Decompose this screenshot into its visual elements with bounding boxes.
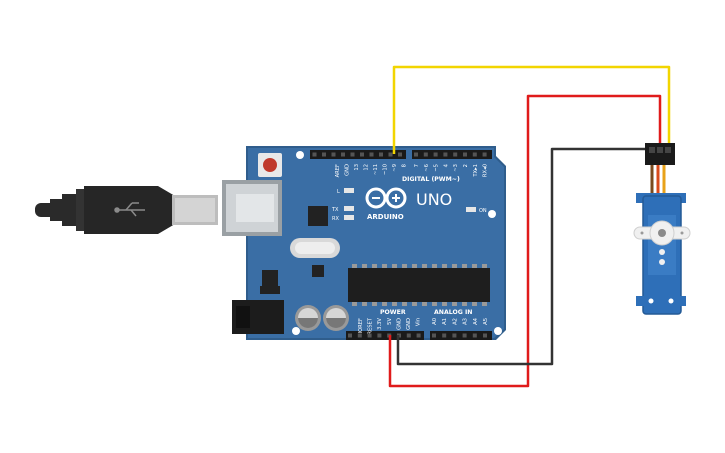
power-jack — [232, 300, 284, 334]
servo-motor[interactable] — [633, 143, 691, 315]
power-pin-label-3: 5V — [387, 318, 393, 325]
analog-pin-label-2: A2 — [452, 318, 458, 325]
led-tx — [344, 206, 354, 211]
analog-pin-label-3: A3 — [463, 318, 469, 325]
mounting-hole — [292, 327, 300, 335]
digital-pin-label-r-6: TX▸1 — [473, 164, 479, 178]
power-pin-label-6: Vin — [416, 318, 422, 326]
digital-pin-label-r-3: 4 — [443, 163, 449, 167]
capacitor — [323, 305, 349, 331]
usb-port — [222, 180, 282, 236]
usb-chip — [308, 206, 328, 226]
digital-header-label: DIGITAL (PWM~) — [402, 176, 460, 183]
digital-pin-label-r-2: ~5 — [434, 164, 440, 172]
wire-power[interactable] — [388, 94, 662, 388]
led-l-label: L — [337, 189, 340, 195]
digital-pin-label-r-0: 7 — [414, 164, 420, 167]
power-pin-label-1: RESET — [368, 317, 374, 334]
atmega-chip — [348, 264, 490, 306]
analog-pin-label-4: A4 — [473, 317, 479, 325]
wire-ground[interactable] — [396, 147, 651, 366]
mounting-hole — [494, 327, 502, 335]
digital-pin-label-r-7: RX◂0 — [483, 164, 489, 177]
regulator — [262, 270, 278, 286]
arduino-logo — [365, 187, 407, 209]
power-pin-label-0: IOREF — [358, 318, 364, 333]
digital-pin-label-4: ~11 — [373, 164, 379, 175]
led-rx-label: RX — [332, 216, 339, 222]
power-pin-label-4: GND — [396, 318, 402, 330]
servo-horn[interactable] — [633, 220, 691, 246]
led-on-label: ON — [479, 208, 487, 214]
servo-mount-hole — [668, 298, 674, 304]
power-header — [346, 331, 424, 340]
capacitor — [295, 305, 321, 331]
analog-label: ANALOG IN — [434, 309, 472, 316]
wire-signal[interactable] — [392, 65, 671, 154]
brand-label: ARDUINO — [367, 213, 404, 221]
power-pin-label-2: 3.3V — [377, 318, 383, 330]
analog-pin-label-0: A0 — [432, 318, 438, 325]
servo-mount-hole — [648, 298, 654, 304]
digital-pin-label-3: 12 — [364, 164, 370, 171]
digital-pin-label-7: 8 — [402, 164, 408, 167]
digital-pin-label-1: GND — [345, 164, 351, 176]
model-label: UNO — [416, 190, 452, 209]
arduino-uno-board[interactable]: L TX RX ON ARDUINO UNO DIGITAL (PWM~) AR… — [222, 146, 506, 340]
digital-pin-label-0: AREF — [335, 164, 341, 177]
usb-cable — [35, 186, 218, 234]
digital-pin-label-2: 13 — [354, 164, 360, 171]
power-label: POWER — [380, 309, 406, 316]
led-rx — [344, 215, 354, 220]
led-l — [344, 188, 354, 193]
mounting-hole — [296, 151, 304, 159]
digital-pin-label-r-1: ~6 — [424, 164, 430, 172]
digital-header — [310, 150, 492, 159]
digital-pin-label-5: ~10 — [383, 164, 389, 175]
digital-pin-label-r-4: ~3 — [453, 164, 459, 172]
digital-pin-label-6: ~9 — [392, 164, 398, 172]
led-tx-label: TX — [331, 207, 339, 213]
servo-connector — [645, 143, 675, 165]
reset-button[interactable] — [258, 153, 282, 177]
digital-pin-label-r-5: 2 — [463, 164, 469, 167]
wires — [388, 65, 671, 388]
analog-pin-label-1: A1 — [442, 318, 448, 325]
led-on — [466, 207, 476, 212]
usb-icon — [114, 202, 145, 217]
mounting-hole — [488, 210, 496, 218]
analog-header — [430, 331, 492, 340]
analog-pin-label-5: A5 — [483, 318, 489, 325]
power-pin-label-5: GND — [406, 318, 412, 330]
